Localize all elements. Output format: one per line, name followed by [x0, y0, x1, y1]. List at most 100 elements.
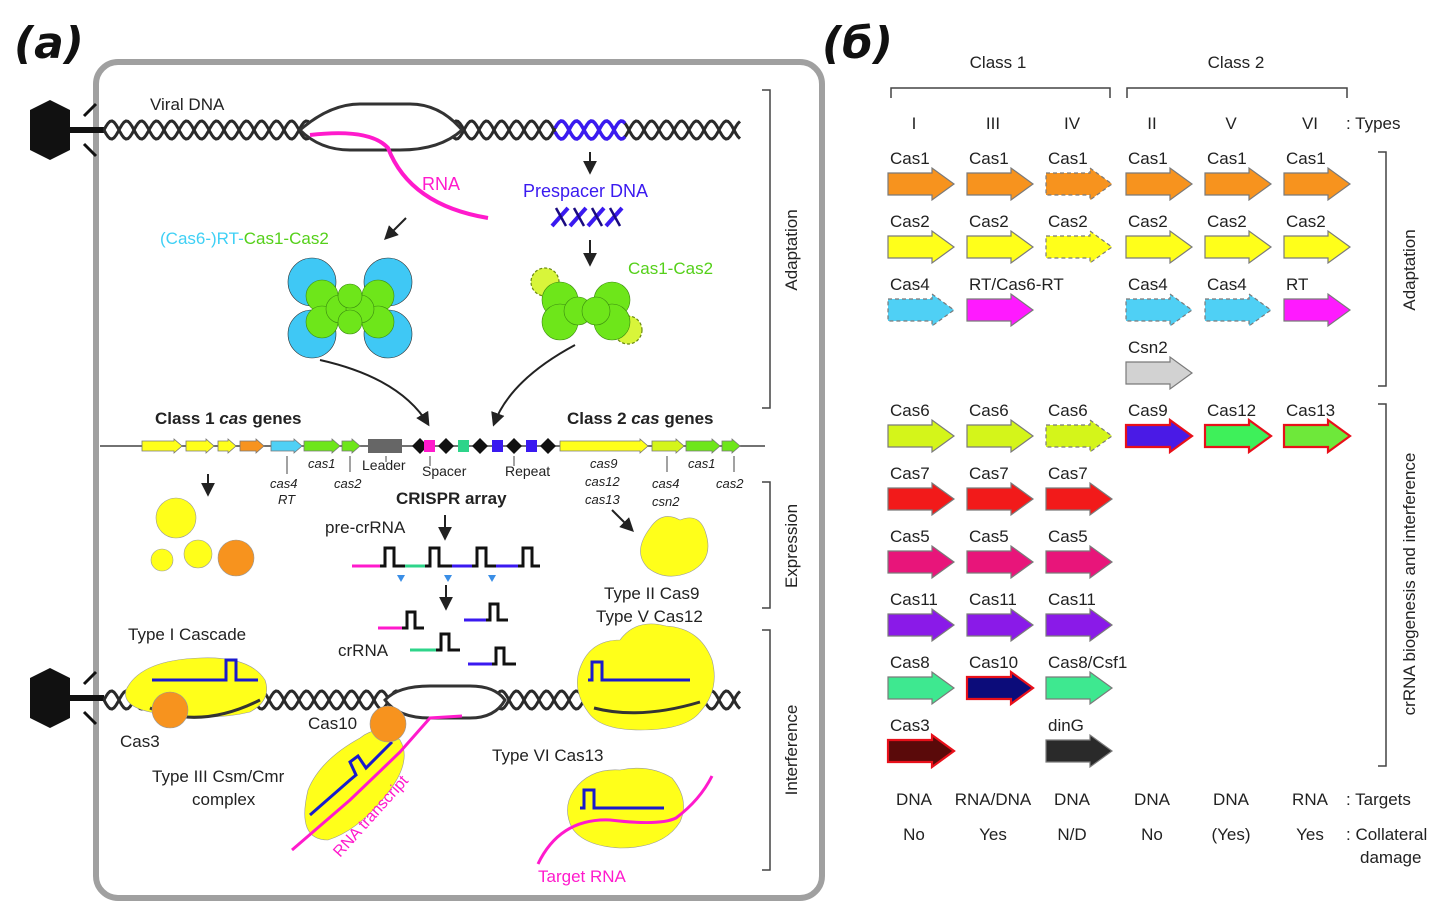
crrna-pieces	[378, 602, 516, 666]
gene-label-cas2-right: cas2	[716, 476, 744, 491]
collateral-5: Yes	[1296, 825, 1324, 844]
type-label-2: IV	[1064, 114, 1081, 133]
gene-label-rt: RT	[278, 492, 296, 507]
rt-cas-label: (Cas6-)RT-Cas1-Cas2	[160, 229, 329, 248]
type3-crrna	[309, 740, 394, 817]
gene-label-cas2-col5: Cas2	[1286, 212, 1326, 231]
target-4: DNA	[1213, 790, 1250, 809]
collateral-row-label1: : Collateral	[1346, 825, 1427, 844]
gene-label-cas5-col1: Cas5	[969, 527, 1009, 546]
gene-label-cas3-col0: Cas3	[890, 716, 930, 735]
gene-arrow-cas11-col2	[1045, 607, 1114, 643]
cas9-cas12-protein	[640, 516, 709, 577]
gene-ticks	[286, 456, 735, 474]
gene-label-cas4-col0: Cas4	[890, 275, 930, 294]
dna-bubble	[297, 102, 465, 152]
gene-arrow-cas12-col4	[1203, 417, 1273, 455]
crispr-array-elements	[368, 438, 556, 454]
cas3-protein	[151, 691, 189, 729]
gene-arrow-cas1-col4	[1204, 166, 1273, 202]
gene-label-cas6-col1: Cas6	[969, 401, 1009, 420]
gene-label-cas1-col4: Cas1	[1207, 149, 1247, 168]
repeat-label: Repeat	[505, 463, 550, 479]
collateral-0: No	[903, 825, 925, 844]
gene-arrow-cas7-col2	[1045, 481, 1114, 517]
panel-a-label: (a)	[14, 18, 84, 69]
target-dna-bubble	[383, 684, 507, 720]
class2-crrna	[588, 660, 690, 682]
gene-label-cas1-col2: Cas1	[1048, 149, 1088, 168]
target-rna-strand	[536, 775, 714, 865]
crispr-array-label: CRISPR array	[396, 489, 507, 508]
gene-label-cas8-col0: Cas8	[890, 653, 930, 672]
type5-cas12-label: Type V Cas12	[596, 607, 703, 626]
rt-cas-label-part1: (Cas6-)RT-	[160, 229, 244, 248]
collateral-3: No	[1141, 825, 1163, 844]
gene-arrow-cas3-col0	[886, 732, 956, 770]
gene-label-cas7-col2: Cas7	[1048, 464, 1088, 483]
gene-arrow-cas2-col3	[1125, 229, 1194, 265]
gene-arrow-cas11-col0	[887, 607, 956, 643]
rna-strand	[309, 131, 489, 220]
gene-label-csn2: csn2	[652, 494, 680, 509]
gene-label-cas11-col0: Cas11	[890, 590, 938, 609]
collateral-row: No Yes N/D No (Yes) Yes	[903, 825, 1324, 844]
cascade-crrna	[152, 658, 258, 682]
gene-label-cas4-col4: Cas4	[1207, 275, 1247, 294]
type3-label-line2: complex	[192, 790, 256, 809]
arrow-left-complex-to-array	[319, 359, 430, 427]
gene-label-cas11-col2: Cas11	[1048, 590, 1096, 609]
gene-label-cas1-col0: Cas1	[890, 149, 930, 168]
phage-bottom-icon	[30, 668, 104, 728]
rna-transcript-strand	[291, 714, 463, 852]
gene-arrow-cas7-col1	[966, 481, 1035, 517]
gene-label-cas2-col1: Cas2	[969, 212, 1009, 231]
cell-outline	[93, 59, 825, 901]
adaptation-row-label: Adaptation	[1400, 229, 1419, 310]
cas1-cas2-complex	[530, 267, 643, 345]
gene-label-cas12: cas12	[585, 474, 620, 489]
gene-label-cas1-right: cas1	[688, 456, 715, 471]
class1-genes-label: Class 1 cas genes	[155, 409, 302, 428]
class1-header: Class 1	[970, 53, 1027, 72]
cas13-crrna	[580, 788, 664, 810]
collateral-4: (Yes)	[1211, 825, 1250, 844]
gene-label-cas1-col5: Cas1	[1286, 149, 1326, 168]
expression-bracket	[762, 481, 771, 609]
target-2: DNA	[1054, 790, 1091, 809]
target-rna-label: Target RNA	[538, 867, 627, 886]
gene-arrow-rt-col5	[1283, 292, 1352, 328]
type3-complex	[304, 730, 405, 841]
gene-arrow-cas2-col0	[887, 229, 956, 265]
collateral-2: N/D	[1057, 825, 1086, 844]
stage-interference-label: Interference	[782, 705, 801, 796]
gene-label-cas13-col5: Cas13	[1286, 401, 1335, 420]
gene-label-cas13: cas13	[585, 492, 620, 507]
gene-label-cas4: cas4	[270, 476, 297, 491]
gene-label-cas7-col0: Cas7	[890, 464, 930, 483]
collateral-1: Yes	[979, 825, 1007, 844]
phage-top-icon	[30, 100, 104, 160]
gene-arrow-cas7-col0	[887, 481, 956, 517]
class2-interference-complex	[577, 623, 715, 731]
type-label-3: II	[1147, 114, 1156, 133]
type-label-1: III	[986, 114, 1000, 133]
class1-bracket	[890, 87, 1111, 98]
gene-arrow-cas2-col2	[1045, 229, 1114, 265]
gene-label-cas5-col2: Cas5	[1048, 527, 1088, 546]
gene-arrow-cas1-col2	[1045, 166, 1114, 202]
adaptation-bracket	[762, 89, 771, 409]
gene-arrow-cas5-col2	[1045, 544, 1114, 580]
stage-adaptation-label: Adaptation	[782, 209, 801, 290]
gene-arrow-cas10-col1	[965, 669, 1035, 707]
arrow-class2-expression	[611, 509, 634, 532]
class2-bracket	[1126, 87, 1348, 98]
gene-arrow-ding-col2	[1045, 733, 1114, 769]
gene-arrow-cas13-col5	[1282, 417, 1352, 455]
gene-arrow-cas2-col5	[1283, 229, 1352, 265]
targets-row-label: : Targets	[1346, 790, 1411, 809]
panel-b-label: (б)	[822, 18, 893, 69]
viral-dna-label: Viral DNA	[150, 95, 225, 114]
gene-label-rt-col5: RT	[1286, 275, 1308, 294]
